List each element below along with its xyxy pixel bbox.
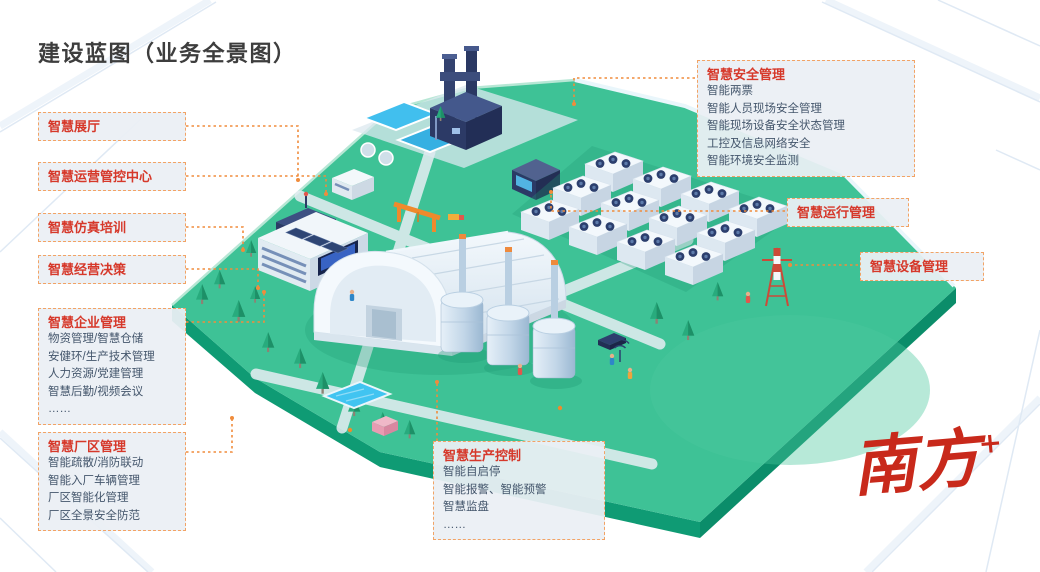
callout-title: 智慧运营管控中心 <box>48 169 153 184</box>
swimming-pool <box>321 380 393 410</box>
cooling-units <box>512 146 800 292</box>
callout-equipment-management: 智慧设备管理 <box>860 252 984 281</box>
callout-title: 智慧展厅 <box>48 119 101 134</box>
callout-operation-management: 智慧运行管理 <box>787 198 909 227</box>
garden-hut <box>372 416 398 436</box>
callout-item: 智能两票 <box>707 85 753 97</box>
callout-enterprise-management: 智慧企业管理 物资管理/智慧仓储 安健环/生产技术管理 人力资源/党建管理 智慧… <box>38 308 186 425</box>
boiler-tower <box>430 46 502 150</box>
callout-item: 智能入厂车辆管理 <box>48 474 140 487</box>
shuttle-van <box>598 333 626 350</box>
callout-item: 智能自启停 <box>443 466 501 478</box>
callout-title: 智慧厂区管理 <box>48 439 127 454</box>
logo-text: 南方 <box>848 420 984 507</box>
callout-item: 安健环/生产技术管理 <box>48 350 155 363</box>
connector-lines <box>186 77 858 453</box>
gantry-crane <box>393 201 441 232</box>
truck <box>448 214 464 220</box>
logo-plus: + <box>977 425 1004 461</box>
callout-item: …… <box>443 518 466 531</box>
connector-dots <box>230 102 792 420</box>
callout-item: 智能人员现场安全管理 <box>707 102 822 115</box>
callout-title: 智慧生产控制 <box>443 448 522 463</box>
callout-item: …… <box>48 403 71 415</box>
callout-smart-exhibition-hall: 智慧展厅 <box>38 112 186 141</box>
callout-title: 智慧企业管理 <box>48 315 127 330</box>
solar-panels <box>285 227 349 254</box>
callout-item: 厂区全景安全防范 <box>48 509 140 522</box>
hydrants <box>347 405 563 433</box>
monitor-kiosk <box>512 159 560 200</box>
people <box>349 289 751 379</box>
callout-title: 智慧仿真培训 <box>48 220 127 235</box>
office-building-small <box>332 169 374 200</box>
callout-title: 智慧运行管理 <box>797 205 876 220</box>
callout-title: 智慧设备管理 <box>870 259 949 274</box>
callout-title: 智慧安全管理 <box>707 67 786 82</box>
callout-item: 智慧后勤/视频会议 <box>48 385 144 398</box>
boiler-units <box>438 234 582 389</box>
callout-item: 厂区智能化管理 <box>48 492 129 504</box>
callout-plant-management: 智慧厂区管理 智能疏散/消防联动 智能入厂车辆管理 厂区智能化管理 厂区全景安全… <box>38 432 186 531</box>
transmission-tower <box>762 247 792 307</box>
callout-simulation-training: 智慧仿真培训 <box>38 213 186 242</box>
page-title: 建设蓝图（业务全景图） <box>38 41 297 66</box>
callout-item: 智能报警、智能预警 <box>443 483 547 496</box>
callout-item: 智能现场设备安全状态管理 <box>707 120 845 132</box>
callout-business-decision: 智慧经营决策 <box>38 255 186 284</box>
callout-safety-management: 智慧安全管理 智能两票 智能人员现场安全管理 智能现场设备安全状态管理 工控及信… <box>697 60 915 177</box>
nanfang-plus-logo: 南方+ <box>848 420 1006 507</box>
callout-item: 工控及信息网络安全 <box>707 137 811 150</box>
callout-item: 智能疏散/消防联动 <box>48 457 144 469</box>
callout-operations-control-center: 智慧运营管控中心 <box>38 162 186 191</box>
callout-production-control: 智慧生产控制 智能自启停 智能报警、智能预警 智慧监盘 …… <box>433 441 605 540</box>
callout-title: 智慧经营决策 <box>48 262 127 277</box>
callout-item: 人力资源/党建管理 <box>48 368 144 380</box>
callout-item: 物资管理/智慧仓储 <box>48 333 144 345</box>
wifi-antenna-icon <box>610 338 630 362</box>
callout-item: 智能环境安全监测 <box>707 155 799 167</box>
callout-item: 智慧监盘 <box>443 501 489 513</box>
